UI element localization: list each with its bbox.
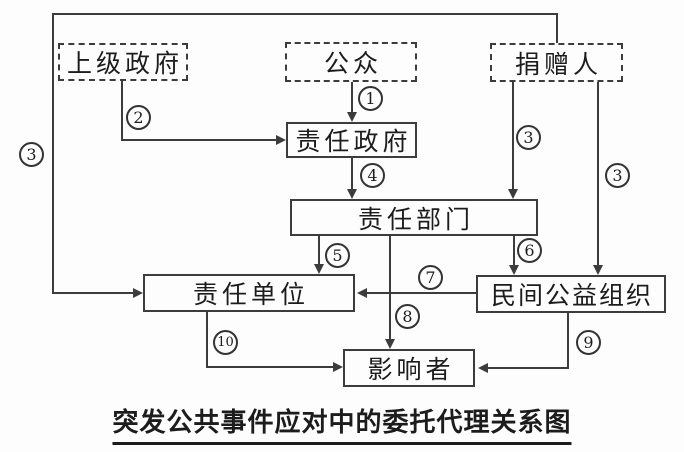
node-superior-government: 上级政府 — [58, 43, 188, 81]
edge-7-line — [366, 292, 476, 294]
edge-3a-arrowhead-icon — [133, 288, 143, 298]
badge-8: 8 — [395, 304, 420, 329]
node-civil-charity-org: 民间公益组织 — [476, 275, 666, 313]
badge-6: 6 — [517, 238, 542, 263]
edge-9-arrowhead-icon — [478, 363, 488, 373]
node-responsible-department: 责任部门 — [290, 199, 538, 236]
edge-3a-line-bottom — [52, 292, 134, 294]
badge-4: 4 — [360, 163, 385, 188]
edge-2-arrowhead-icon — [276, 135, 286, 145]
edge-6-line — [513, 236, 515, 266]
edge-9-line-vertical — [567, 313, 569, 369]
edge-8-line — [389, 236, 391, 340]
edge-3c-line — [597, 82, 599, 266]
node-responsible-government: 责任政府 — [286, 122, 417, 158]
edge-10-arrowhead-icon — [333, 362, 343, 372]
node-affected-party: 影响者 — [343, 349, 475, 387]
edge-4-arrowhead-icon — [347, 189, 357, 199]
edge-2-line-vertical — [121, 81, 123, 141]
badge-7: 7 — [418, 265, 443, 290]
badge-3-right: 3 — [605, 163, 630, 188]
edge-10-line-horizontal — [206, 366, 334, 368]
edge-5-arrowhead-icon — [314, 264, 324, 274]
edge-10-line-vertical — [206, 312, 208, 368]
badge-3-middle: 3 — [516, 125, 541, 150]
edge-4-line — [351, 158, 353, 190]
edge-3a-line-top — [52, 13, 558, 15]
badge-3-left: 3 — [19, 142, 44, 167]
edge-8-arrowhead-icon — [385, 339, 395, 349]
node-public: 公众 — [285, 42, 417, 82]
edge-1-line — [351, 82, 353, 114]
node-donor: 捐赠人 — [490, 43, 623, 82]
edge-3b-arrowhead-icon — [508, 189, 518, 199]
edge-7-arrowhead-icon — [357, 288, 367, 298]
edge-2-line-horizontal — [121, 139, 277, 141]
edge-3a-line-riser — [556, 13, 558, 43]
node-responsible-unit: 责任单位 — [143, 274, 355, 312]
badge-10: 10 — [213, 330, 238, 355]
badge-9: 9 — [576, 330, 601, 355]
edge-5-line — [318, 236, 320, 265]
diagram-title: 突发公共事件应对中的委托代理关系图 — [112, 402, 572, 445]
badge-5: 5 — [325, 243, 350, 268]
edge-3c-arrowhead-icon — [593, 265, 603, 275]
edge-9-line-horizontal — [487, 367, 569, 369]
edge-3b-line — [512, 82, 514, 190]
edge-6-arrowhead-icon — [509, 265, 519, 275]
badge-2: 2 — [126, 105, 151, 130]
badge-1: 1 — [358, 86, 383, 111]
edge-3a-line-left — [52, 13, 54, 294]
edge-1-arrowhead-icon — [347, 112, 357, 122]
